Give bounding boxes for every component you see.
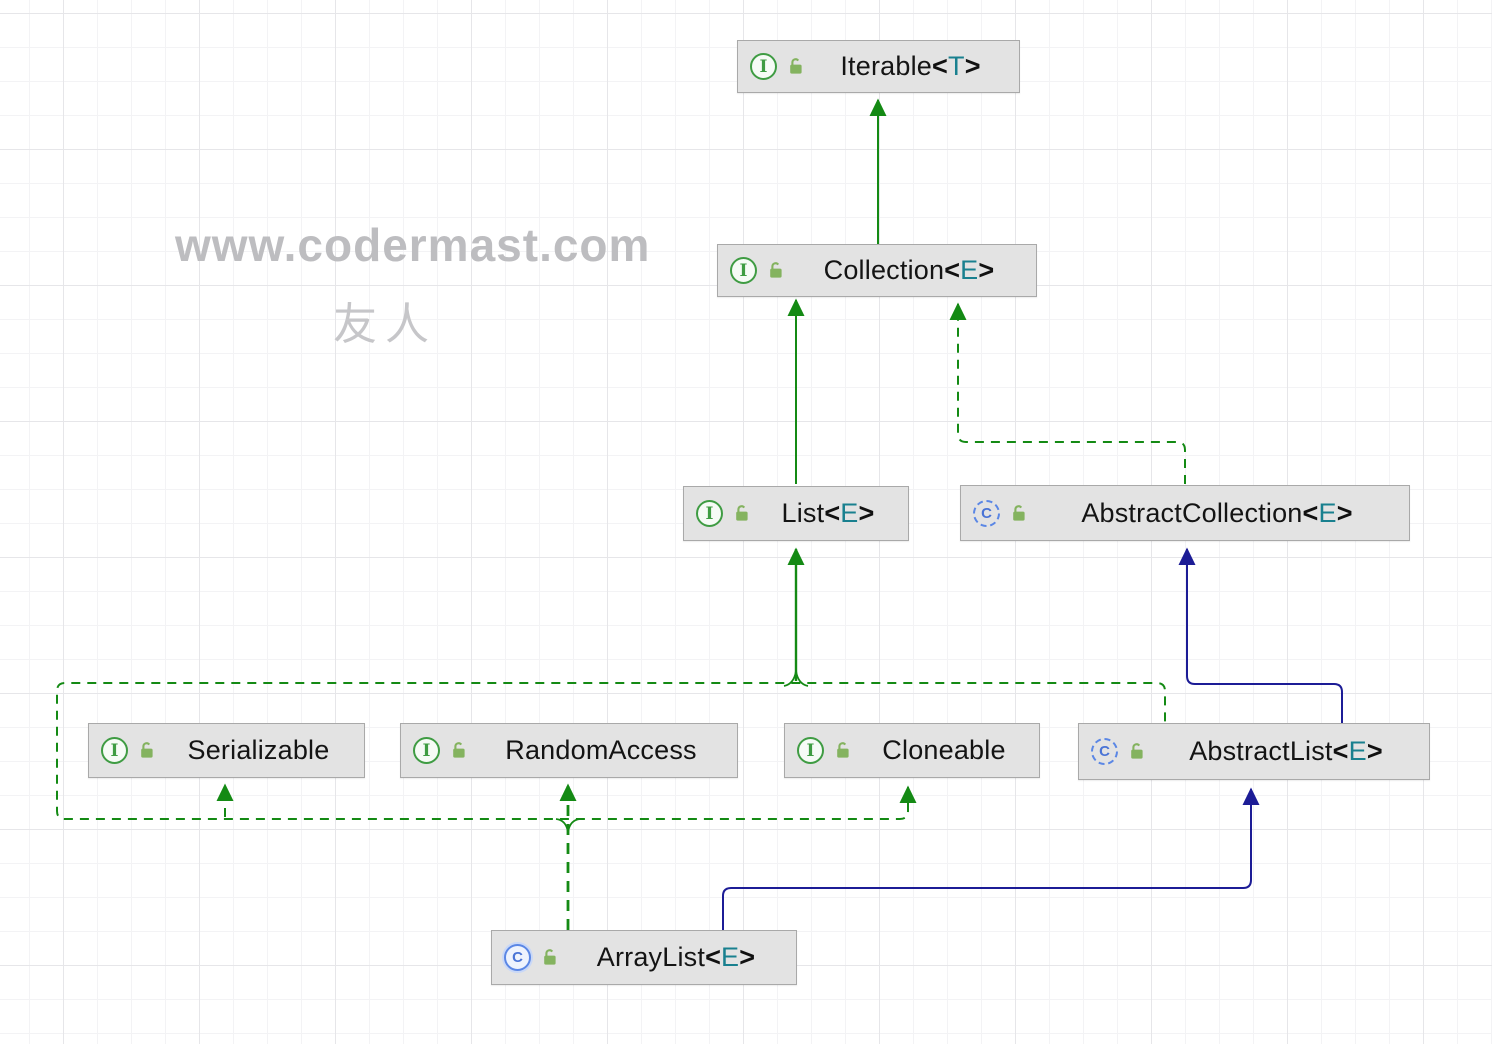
abstract-class-icon: C — [1091, 738, 1118, 765]
class-name-label: RandomAccess<> — [505, 735, 697, 765]
class-node-arraylist[interactable]: C ArrayList<E> — [491, 930, 797, 985]
class-name-label: Collection<E> — [823, 255, 995, 285]
class-node-cloneable[interactable]: I Cloneable<> — [784, 723, 1040, 778]
class-name-label: AbstractList<E> — [1189, 736, 1383, 766]
class-node-randomaccess[interactable]: I RandomAccess<> — [400, 723, 738, 778]
edge-junction-curve — [567, 818, 581, 833]
edge-junction-curve — [555, 818, 569, 833]
abstract-class-icon: C — [973, 499, 1000, 527]
watermark-text: 友人 — [333, 300, 437, 349]
class-node-iterable[interactable]: I Iterable<T> — [737, 40, 1020, 93]
unlocked-padlock-icon — [767, 261, 786, 280]
interface-icon: I — [696, 500, 723, 527]
unlocked-padlock-icon — [1010, 504, 1029, 523]
watermark-url: www.codermast.com — [175, 219, 651, 271]
edge-implements-channel — [56, 682, 1166, 820]
class-icon: C — [504, 944, 531, 971]
interface-icon: I — [730, 257, 757, 284]
interface-icon: I — [101, 737, 128, 764]
edge-abstractlist-extends-abstractcollection — [1178, 547, 1343, 723]
class-name-label: Serializable<> — [187, 735, 330, 765]
unlocked-padlock-icon — [733, 504, 752, 523]
edge-junction-curve — [795, 670, 809, 687]
class-node-abstractcollection[interactable]: C AbstractCollection<E> — [960, 485, 1410, 541]
edge-abstractcollection-implements-collection — [949, 302, 1186, 484]
class-node-collection[interactable]: I Collection<E> — [717, 244, 1037, 297]
class-name-label: AbstractCollection<E> — [1081, 497, 1353, 528]
class-node-serializable[interactable]: I Serializable<> — [88, 723, 365, 778]
interface-icon: I — [797, 737, 824, 764]
class-name-label: ArrayList<E> — [596, 942, 756, 972]
interface-icon: I — [750, 53, 777, 80]
class-name-label: Cloneable<> — [882, 735, 1006, 765]
unlocked-padlock-icon — [787, 57, 806, 76]
class-node-list[interactable]: I List<E> — [683, 486, 909, 541]
class-node-abstractlist[interactable]: C AbstractList<E> — [1078, 723, 1430, 780]
class-name-label: List<E> — [781, 498, 875, 528]
unlocked-padlock-icon — [541, 948, 560, 967]
unlocked-padlock-icon — [834, 741, 853, 760]
unlocked-padlock-icon — [1128, 742, 1147, 761]
class-name-label: Iterable<T> — [840, 51, 981, 81]
interface-icon: I — [413, 737, 440, 764]
unlocked-padlock-icon — [450, 741, 469, 760]
unlocked-padlock-icon — [138, 741, 157, 760]
edge-arraylist-extends-abstractlist — [722, 787, 1260, 930]
